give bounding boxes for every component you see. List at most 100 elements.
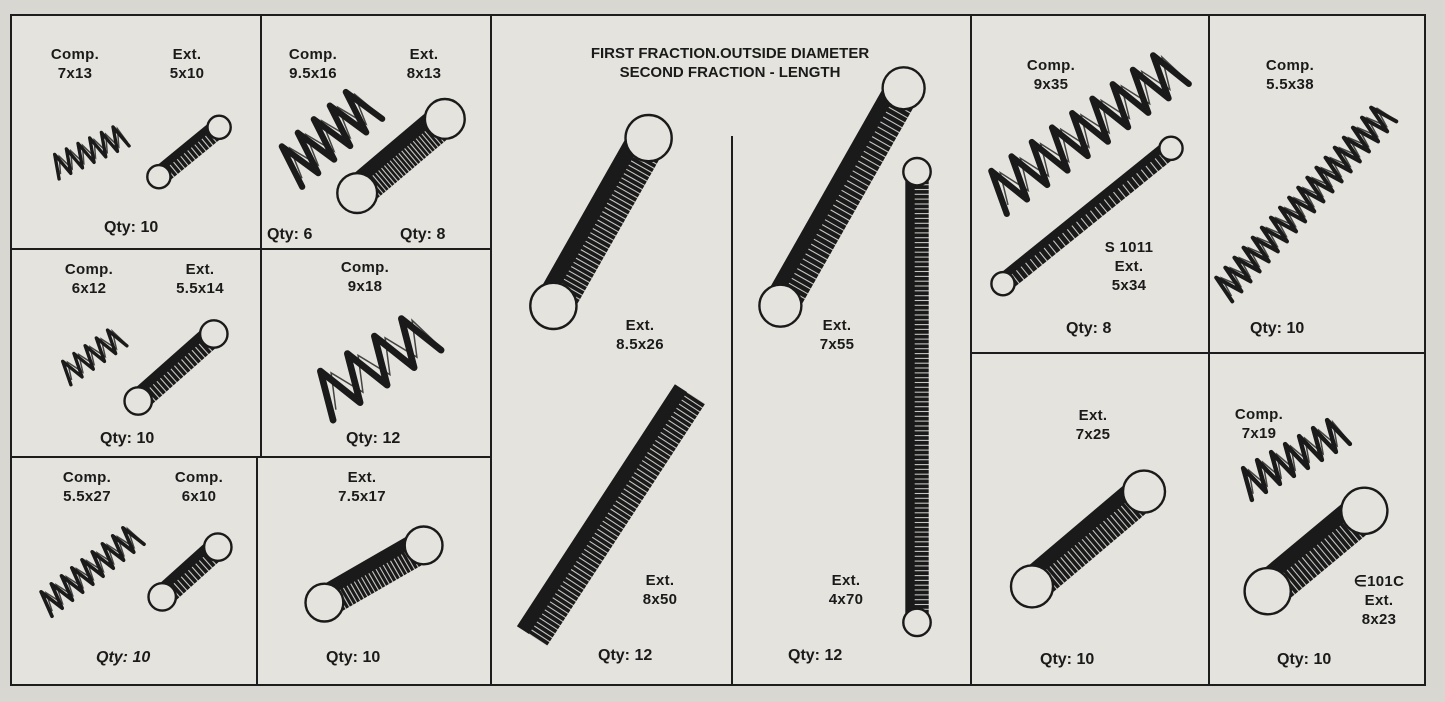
c5-label-a: Comp. 5.5x27: [52, 468, 122, 506]
cell-c3: [10, 248, 262, 458]
c1-label-a: Comp. 7x13: [40, 45, 110, 83]
c8-label-b: Ext. 4x70: [811, 571, 881, 609]
spring-size: 7x19: [1241, 425, 1277, 442]
spring-size: 8x23: [1361, 611, 1397, 628]
spring-size: 7x55: [819, 336, 855, 353]
spring-type: Comp.: [1234, 406, 1284, 423]
spring-size: 5.5x14: [176, 280, 224, 297]
c7-label-a: Ext. 8.5x26: [605, 316, 675, 354]
c9-label-b: S 1011 Ext. 5x34: [1094, 238, 1164, 295]
spring-type: Comp.: [1265, 57, 1315, 74]
c12-qty: Qty: 10: [1277, 651, 1332, 668]
c3-label-b: Ext. 5.5x14: [165, 260, 235, 298]
c3-label-a: Comp. 6x12: [54, 260, 124, 298]
c8-label-a: Ext. 7x55: [802, 316, 872, 354]
spring-type: Comp.: [62, 469, 112, 486]
c10-qty: Qty: 10: [1250, 320, 1305, 337]
c4-label-a: Comp. 9x18: [330, 258, 400, 296]
spring-type: Comp.: [64, 261, 114, 278]
header-line-2: SECOND FRACTION - LENGTH: [619, 64, 841, 81]
spring-type: Comp.: [288, 46, 338, 63]
c2-qty-a: Qty: 6: [267, 226, 313, 243]
spring-type: Comp.: [340, 259, 390, 276]
c3-qty: Qty: 10: [100, 430, 155, 447]
spring-size: 7.5x17: [338, 488, 386, 505]
c1-qty: Qty: 10: [104, 219, 159, 236]
spring-type: Ext.: [831, 572, 861, 589]
cell-c5: [10, 456, 258, 686]
spring-size: 9x18: [347, 278, 383, 295]
c11-qty: Qty: 10: [1040, 651, 1095, 668]
spring-size: 6x12: [71, 280, 107, 297]
header-text: FIRST FRACTION.OUTSIDE DIAMETER SECOND F…: [560, 44, 900, 82]
spring-type: Ext.: [1078, 407, 1108, 424]
spring-size: 6x10: [181, 488, 217, 505]
c12-label-a: Comp. 7x19: [1224, 405, 1294, 443]
c8-qty: Qty: 12: [788, 647, 843, 664]
c2-qty-b: Qty: 8: [400, 226, 446, 243]
c10-label-a: Comp. 5.5x38: [1250, 56, 1330, 94]
spring-type: Ext.: [625, 317, 655, 334]
spring-size: 9.5x16: [289, 65, 337, 82]
spring-size: 8x50: [642, 591, 678, 608]
c4-qty: Qty: 12: [346, 430, 401, 447]
spring-type: Ext.: [1114, 258, 1144, 275]
cell-c12: [1208, 352, 1426, 686]
c6-qty: Qty: 10: [326, 649, 381, 666]
spring-type: Comp.: [1026, 57, 1076, 74]
spring-size: 5.5x27: [63, 488, 111, 505]
spring-size: 5x34: [1111, 277, 1147, 294]
spring-type: Ext.: [822, 317, 852, 334]
spring-type: Ext.: [185, 261, 215, 278]
spring-code: ∈101C: [1353, 573, 1405, 590]
c1-label-b: Ext. 5x10: [152, 45, 222, 83]
c5-label-b: Comp. 6x10: [164, 468, 234, 506]
c2-label-b: Ext. 8x13: [389, 45, 459, 83]
spring-size: 5.5x38: [1266, 76, 1314, 93]
spring-size: 9x35: [1033, 76, 1069, 93]
spring-type: Comp.: [50, 46, 100, 63]
header-line-1: FIRST FRACTION.OUTSIDE DIAMETER: [590, 45, 870, 62]
c5-qty: Qty: 10: [96, 649, 151, 666]
spring-type: Ext.: [645, 572, 675, 589]
spring-size: 7x25: [1075, 426, 1111, 443]
spring-code: S 1011: [1104, 239, 1154, 256]
spring-type: Ext.: [347, 469, 377, 486]
c12-label-b: ∈101C Ext. 8x23: [1344, 572, 1414, 629]
c9-qty: Qty: 8: [1066, 320, 1112, 337]
c7-qty: Qty: 12: [598, 647, 653, 664]
spring-size: 7x13: [57, 65, 93, 82]
spring-type: Ext.: [409, 46, 439, 63]
spring-type: Ext.: [172, 46, 202, 63]
spring-size: 8.5x26: [616, 336, 664, 353]
spring-size: 5x10: [169, 65, 205, 82]
c6-label-a: Ext. 7.5x17: [322, 468, 402, 506]
c2-label-a: Comp. 9.5x16: [278, 45, 348, 83]
c7-label-b: Ext. 8x50: [625, 571, 695, 609]
c9-label-a: Comp. 9x35: [1016, 56, 1086, 94]
spring-size: 8x13: [406, 65, 442, 82]
spring-type: Comp.: [174, 469, 224, 486]
spring-type: Ext.: [1364, 592, 1394, 609]
spring-size: 4x70: [828, 591, 864, 608]
